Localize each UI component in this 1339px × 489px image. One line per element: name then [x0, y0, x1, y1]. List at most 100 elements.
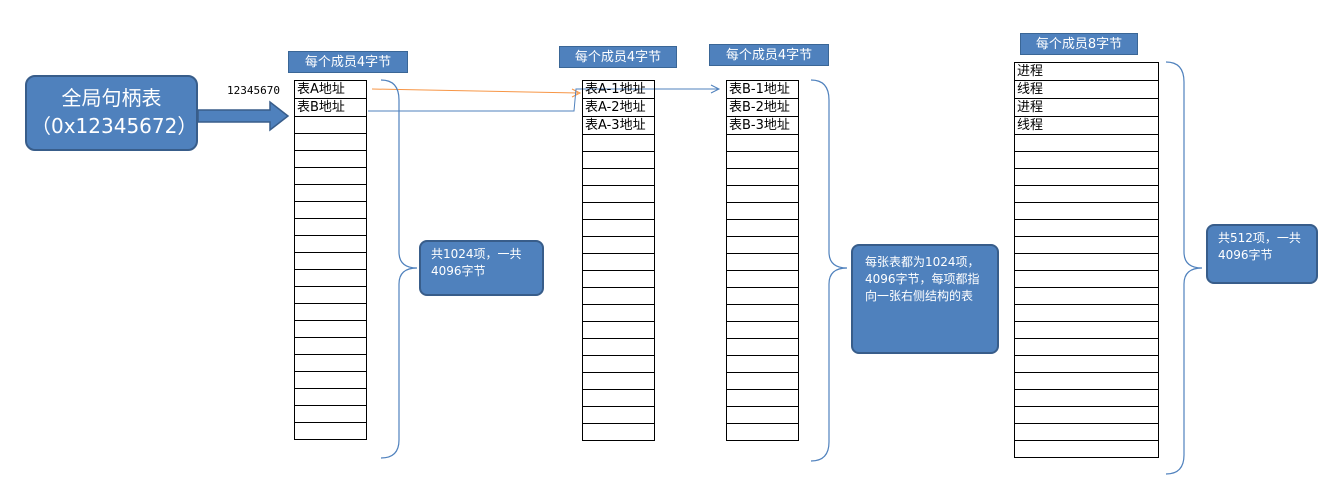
table-row — [582, 287, 655, 305]
table-row — [582, 134, 655, 152]
brace-table3 — [810, 79, 848, 462]
table-cell — [294, 422, 367, 440]
table-row — [726, 321, 799, 339]
table-row — [726, 168, 799, 186]
table-row — [1014, 406, 1159, 424]
table-row — [582, 219, 655, 237]
table-cell — [582, 270, 655, 288]
table-cell — [726, 287, 799, 305]
table-cell — [294, 320, 367, 338]
table-cell — [294, 184, 367, 202]
table-row: 线程 — [1014, 80, 1159, 99]
table-row — [294, 150, 367, 168]
brace-table4 — [1165, 61, 1203, 475]
table-cell — [726, 270, 799, 288]
table-cell — [294, 133, 367, 151]
table-row — [726, 389, 799, 407]
table-cell — [294, 235, 367, 253]
table-cell — [294, 218, 367, 236]
table-cell — [726, 202, 799, 220]
table-cell — [582, 151, 655, 169]
table-row — [726, 355, 799, 373]
table-row — [294, 235, 367, 253]
table-cell — [1014, 406, 1159, 424]
table-cell — [1014, 440, 1159, 458]
table-cell: 表B-3地址 — [726, 116, 799, 135]
table1-header: 每个成员4字节 — [288, 51, 408, 73]
table4: 进程线程进程线程 — [1014, 62, 1159, 458]
table-cell — [294, 201, 367, 219]
table-row: 表B-3地址 — [726, 116, 799, 135]
table-row: 表B-1地址 — [726, 80, 799, 99]
table1: 表A地址表B地址 — [294, 80, 367, 440]
table3-note: 每张表都为1024项，4096字节，每项都指向一张右侧结构的表 — [851, 244, 999, 354]
table-cell: 表A-3地址 — [582, 116, 655, 135]
table-cell — [582, 321, 655, 339]
table-row — [294, 269, 367, 287]
table-row — [294, 405, 367, 423]
table-cell — [726, 236, 799, 254]
table-cell: 线程 — [1014, 80, 1159, 99]
table-cell — [582, 185, 655, 203]
table-row — [582, 389, 655, 407]
table-row — [294, 303, 367, 321]
table-cell: 进程 — [1014, 62, 1159, 81]
table-row — [726, 236, 799, 254]
table-cell — [582, 355, 655, 373]
table-cell — [1014, 355, 1159, 373]
table-row — [582, 321, 655, 339]
table-row — [1014, 253, 1159, 271]
table-cell — [1014, 338, 1159, 356]
table-cell — [294, 303, 367, 321]
table-cell — [582, 236, 655, 254]
table-row — [582, 372, 655, 390]
table-cell — [1014, 253, 1159, 271]
table-row — [294, 371, 367, 389]
table-row — [726, 287, 799, 305]
table-cell — [582, 338, 655, 356]
table-row — [1014, 372, 1159, 390]
table-row — [294, 354, 367, 372]
main-box-title: 全局句柄表 — [61, 86, 162, 110]
table-cell — [726, 338, 799, 356]
table-row — [1014, 440, 1159, 458]
table-row — [1014, 423, 1159, 441]
table-row — [1014, 287, 1159, 305]
table-cell — [1014, 236, 1159, 254]
table-row — [294, 218, 367, 236]
table-row — [1014, 304, 1159, 322]
table-row — [582, 304, 655, 322]
table-row — [1014, 236, 1159, 254]
table-cell — [582, 372, 655, 390]
table-cell — [726, 321, 799, 339]
table-row — [726, 372, 799, 390]
table-row — [726, 151, 799, 169]
address-label: 12345670 — [227, 84, 280, 97]
table-cell — [294, 371, 367, 389]
table-cell — [582, 219, 655, 237]
table-row — [582, 355, 655, 373]
table-row — [582, 168, 655, 186]
table-row — [1014, 355, 1159, 373]
table-row — [1014, 338, 1159, 356]
table-row — [582, 406, 655, 424]
table-row — [294, 116, 367, 134]
table3-header: 每个成员4字节 — [709, 44, 829, 66]
table-cell — [726, 168, 799, 186]
table-row — [1014, 270, 1159, 288]
table-row: 表A-3地址 — [582, 116, 655, 135]
table-row — [726, 304, 799, 322]
table-cell — [726, 372, 799, 390]
global-handle-table-box: 全局句柄表 （0x12345672） — [25, 75, 198, 151]
table-cell: 表B-1地址 — [726, 80, 799, 99]
table-row: 表A-1地址 — [582, 80, 655, 99]
table-row — [582, 423, 655, 441]
table1-note: 共1024项，一共4096字节 — [419, 240, 544, 296]
table-cell — [582, 253, 655, 271]
table-cell — [294, 337, 367, 355]
table4-note: 共512项，一共4096字节 — [1206, 224, 1318, 284]
table-row — [726, 270, 799, 288]
table-cell — [294, 167, 367, 185]
table-cell — [1014, 321, 1159, 339]
table-row: 表A地址 — [294, 80, 367, 99]
